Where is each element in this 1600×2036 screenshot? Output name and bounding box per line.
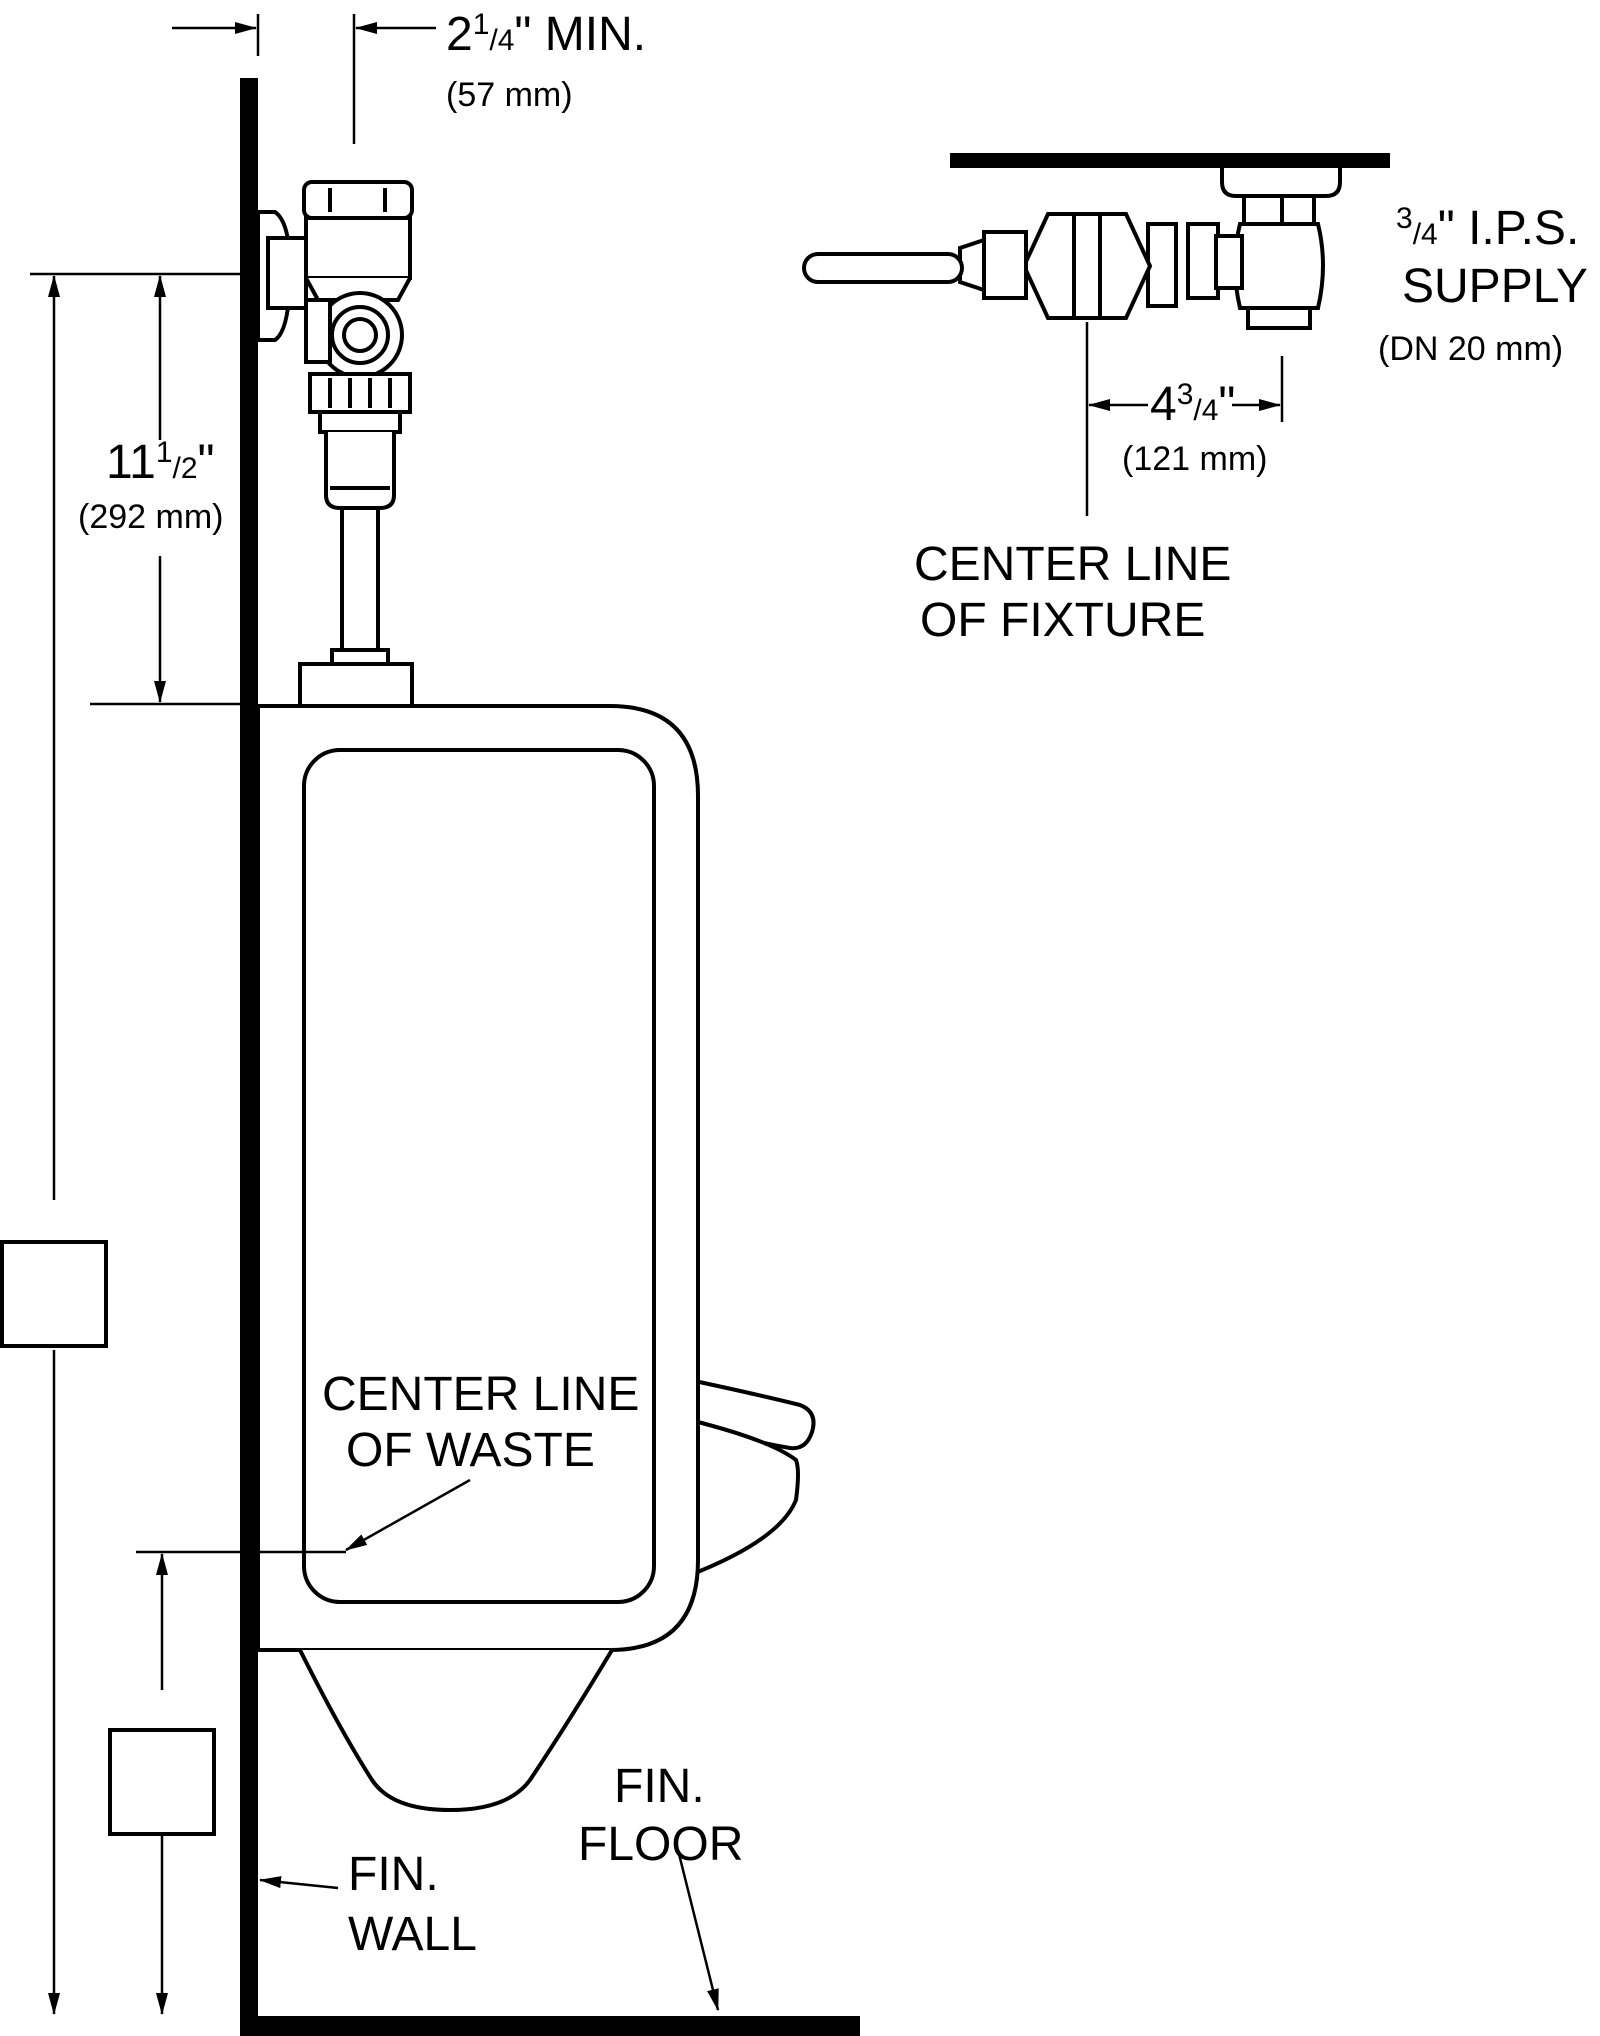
svg-text:FLOOR: FLOOR xyxy=(578,1818,743,1871)
svg-text:(292 mm): (292 mm) xyxy=(78,498,223,536)
svg-text:SUPPLY: SUPPLY xyxy=(1402,260,1588,313)
finished-wall xyxy=(240,78,258,2036)
svg-text:(DN 20 mm): (DN 20 mm) xyxy=(1378,330,1563,368)
svg-text:CENTER LINE: CENTER LINE xyxy=(914,538,1231,591)
svg-text:CENTER LINE: CENTER LINE xyxy=(322,1368,639,1421)
svg-text:111/2": 111/2" xyxy=(106,436,215,489)
svg-text:(57 mm): (57 mm) xyxy=(446,76,573,114)
label-valve-height: 111/2" (292 mm) xyxy=(78,436,223,536)
rough-in-box-lower xyxy=(108,1728,216,1836)
dimension-lines xyxy=(30,14,1284,2015)
svg-text:21/4" MIN.: 21/4" MIN. xyxy=(446,8,646,61)
svg-text:3/4" I.P.S.: 3/4" I.P.S. xyxy=(1396,202,1579,255)
svg-text:WALL: WALL xyxy=(348,1908,477,1961)
label-finished-floor: FIN. FLOOR xyxy=(578,1760,743,1871)
rough-in-box-upper xyxy=(0,1240,108,1348)
label-centerline-fixture: CENTER LINE OF FIXTURE xyxy=(914,538,1231,647)
svg-text:OF FIXTURE: OF FIXTURE xyxy=(920,594,1205,647)
label-finished-wall: FIN. WALL xyxy=(348,1848,477,1961)
svg-text:43/4": 43/4" xyxy=(1150,378,1235,431)
finished-floor xyxy=(240,2016,860,2036)
label-min-clearance: 21/4" MIN. (57 mm) xyxy=(446,8,646,114)
urinal-fixture xyxy=(256,704,816,1813)
label-supply: 3/4" I.P.S. SUPPLY (DN 20 mm) xyxy=(1378,202,1588,368)
svg-text:(121 mm): (121 mm) xyxy=(1122,440,1267,478)
svg-text:FIN.: FIN. xyxy=(348,1848,439,1901)
label-centerline-waste: CENTER LINE OF WASTE xyxy=(322,1368,639,1477)
flush-valve-top xyxy=(802,153,1390,330)
svg-text:OF WASTE: OF WASTE xyxy=(346,1424,595,1477)
svg-text:FIN.: FIN. xyxy=(614,1760,705,1813)
label-offset: 43/4" (121 mm) xyxy=(1122,378,1267,478)
flush-valve-side xyxy=(256,180,414,708)
